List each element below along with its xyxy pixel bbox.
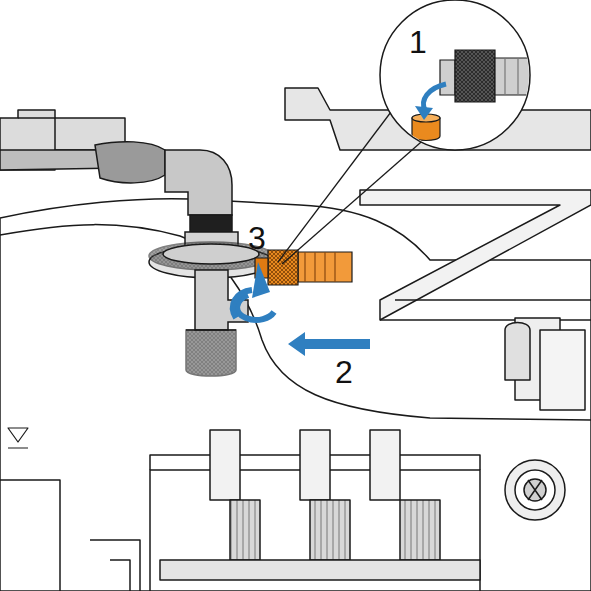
coupling-connector <box>255 250 352 285</box>
detail-inset <box>380 0 591 150</box>
hose-and-valve <box>0 142 273 376</box>
callout-number: 3 <box>248 222 266 254</box>
callout-number: 2 <box>335 356 353 388</box>
motion-arrows <box>233 262 370 356</box>
machine-body <box>0 88 591 591</box>
callout-number: 1 <box>409 26 427 58</box>
